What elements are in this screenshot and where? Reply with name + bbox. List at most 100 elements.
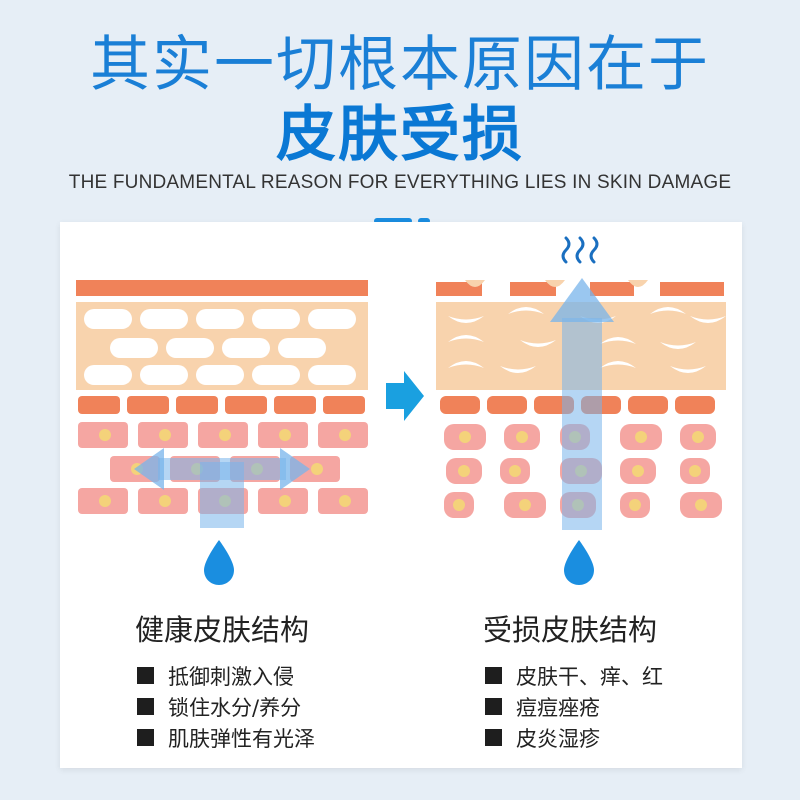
list-item: 皮肤干、痒、红 [485,660,663,691]
headline-subtitle: THE FUNDAMENTAL REASON FOR EVERYTHING LI… [68,172,732,193]
cell-nucleus [692,431,704,443]
damaged-barrier-brick [660,342,696,349]
list-item-label: 肌肤弹性有光泽 [168,726,315,751]
headline-line1: 其实一切根本原因在于 [90,30,710,100]
divider-dot [418,218,430,224]
cell-nucleus [516,431,528,443]
list-item-label: 皮炎湿疹 [516,726,600,751]
damaged-skin-list: 皮肤干、痒、红 痘痘痤疮 皮炎湿疹 [485,660,663,753]
basal-brick [274,396,316,414]
cell-nucleus [279,495,291,507]
damaged-barrier-brick [600,361,636,368]
basal-brick [675,396,715,414]
cell-nucleus [99,495,111,507]
barrier-brick [140,309,188,329]
cell-nucleus [339,429,351,441]
cell-nucleus [632,465,644,477]
barrier-brick [252,365,300,385]
list-item-label: 皮肤干、痒、红 [516,664,663,689]
cell-nucleus [99,429,111,441]
barrier-brick [84,365,132,385]
bullet-square-icon [485,667,502,684]
barrier-brick [196,309,244,329]
cell-nucleus [159,495,171,507]
barrier-brick [140,365,188,385]
list-item-label: 痘痘痤疮 [516,695,600,720]
moisture-loss-flow [562,318,602,530]
water-drop-icon [564,540,594,585]
cell-nucleus [159,429,171,441]
damaged-barrier-brick [690,316,726,323]
barrier-brick [196,365,244,385]
barrier-brick [308,309,356,329]
right-arrow-icon [280,448,310,490]
cell-nucleus [629,499,641,511]
damaged-barrier-brick [500,366,536,373]
list-item: 锁住水分/养分 [137,691,315,722]
water-drop-icon [204,540,234,585]
list-item-label: 锁住水分/养分 [168,695,302,720]
basal-brick [487,396,527,414]
damaged-barrier-brick [650,307,686,314]
stratum-corneum [76,280,368,296]
cell-nucleus [689,465,701,477]
damaged-barrier-brick [448,335,484,342]
damaged-skin-diagram [436,236,726,585]
bullet-square-icon [137,667,154,684]
barrier-brick [308,365,356,385]
damaged-barrier-brick [448,316,484,323]
damaged-barrier-brick [508,307,544,314]
barrier-brick [278,338,326,358]
basal-brick [323,396,365,414]
damaged-barrier-brick [670,366,706,373]
list-item: 痘痘痤疮 [485,691,663,722]
water-flow [158,458,286,480]
stratum-fragment [510,282,556,296]
stratum-gap [465,280,485,287]
stratum-gap [628,280,648,287]
barrier-brick [84,309,132,329]
damaged-skin-title: 受损皮肤结构 [483,613,658,647]
cell-nucleus [311,463,323,475]
basal-brick [440,396,480,414]
cell-nucleus [279,429,291,441]
cell-nucleus [635,431,647,443]
up-arrow-icon [550,278,614,322]
vapor-waves-icon [589,236,599,264]
left-arrow-icon [134,448,164,490]
basal-brick [225,396,267,414]
healthy-skin-list: 抵御刺激入侵 锁住水分/养分 肌肤弹性有光泽 [137,660,315,753]
list-item: 肌肤弹性有光泽 [137,722,315,753]
vapor-waves-icon [575,236,585,264]
basal-brick [78,396,120,414]
cell-nucleus [453,499,465,511]
barrier-brick [252,309,300,329]
bullet-square-icon [485,729,502,746]
barrier-brick [166,338,214,358]
bullet-square-icon [137,729,154,746]
bullet-square-icon [137,698,154,715]
damaged-barrier-brick [448,361,484,368]
cell-nucleus [509,465,521,477]
vapor-waves-icon [561,236,571,264]
stratum-fragment [590,282,634,296]
cell-nucleus [519,499,531,511]
list-item: 皮炎湿疹 [485,722,663,753]
cell-nucleus [219,429,231,441]
damaged-barrier-brick [520,340,556,347]
cell-nucleus [339,495,351,507]
bullet-square-icon [485,698,502,715]
cell-nucleus [695,499,707,511]
headline-line2: 皮肤受损 [276,100,524,170]
basal-brick [628,396,668,414]
right-arrow-icon [386,371,424,421]
divider-dot [374,218,412,224]
healthy-skin-title: 健康皮肤结构 [135,613,310,647]
barrier-brick [222,338,270,358]
list-item: 抵御刺激入侵 [137,660,315,691]
stratum-fragment [660,282,724,296]
stratum-gap [545,280,565,287]
barrier-brick [110,338,158,358]
damaged-barrier-brick [600,337,636,344]
